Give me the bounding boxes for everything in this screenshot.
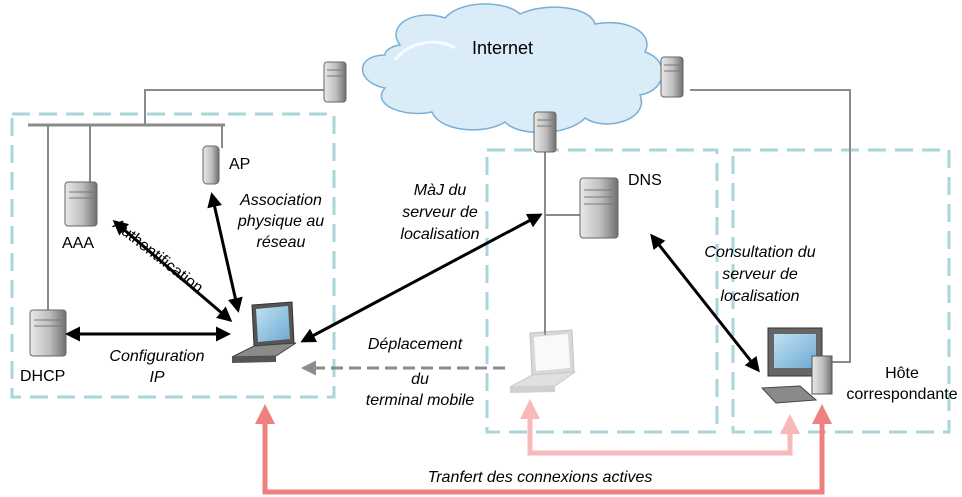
mobile-laptop-faded-icon	[509, 329, 577, 393]
consultation-arrow	[650, 233, 760, 373]
router-center-icon	[533, 111, 557, 153]
consultation-label-line2: serveur de	[722, 266, 798, 283]
access-point-icon	[202, 145, 220, 185]
dhcp-label: DHCP	[20, 368, 66, 385]
deplacement-label-line1: Déplacement	[367, 336, 463, 353]
maj-label-line3: localisation	[400, 226, 480, 243]
router-left-icon	[323, 61, 347, 103]
transfer-arrow-outer	[255, 404, 832, 495]
association-arrow	[207, 192, 243, 313]
location-update-arrow	[300, 213, 543, 343]
internet-cloud	[361, 3, 664, 134]
router-right-icon	[660, 56, 684, 98]
wires	[28, 89, 851, 363]
deplacement-label-line2: du	[411, 371, 429, 388]
maj-label-line2: serveur de	[402, 204, 478, 221]
maj-label-line1: MàJ du	[413, 182, 467, 199]
host-label-line1: Hôte	[885, 365, 919, 382]
deplacement-label-line3: terminal mobile	[365, 392, 475, 409]
association-label-line3: réseau	[256, 234, 306, 251]
internet-label: Internet	[472, 38, 534, 58]
mobile-laptop-icon	[231, 301, 297, 363]
association-label-line1: Association	[240, 192, 322, 209]
host-label-line2: correspondante	[846, 386, 958, 403]
dhcp-server-icon	[29, 309, 67, 357]
transfer-arrow-inner	[520, 399, 800, 456]
dns-server-icon	[579, 177, 619, 239]
association-label-line2: physique au	[237, 213, 325, 230]
ap-label: AP	[229, 156, 251, 173]
consultation-label-line1: Consultation du	[704, 244, 816, 261]
consultation-label-line3: localisation	[720, 288, 800, 305]
dns-label: DNS	[628, 172, 662, 189]
configuration-label-line1: Configuration	[109, 348, 205, 365]
aaa-label: AAA	[62, 235, 95, 252]
aaa-server-icon	[64, 181, 98, 227]
transfer-label: Tranfert des connexions actives	[427, 469, 653, 486]
configuration-label-line2: IP	[149, 369, 165, 386]
correspondent-host-icon	[760, 327, 833, 404]
